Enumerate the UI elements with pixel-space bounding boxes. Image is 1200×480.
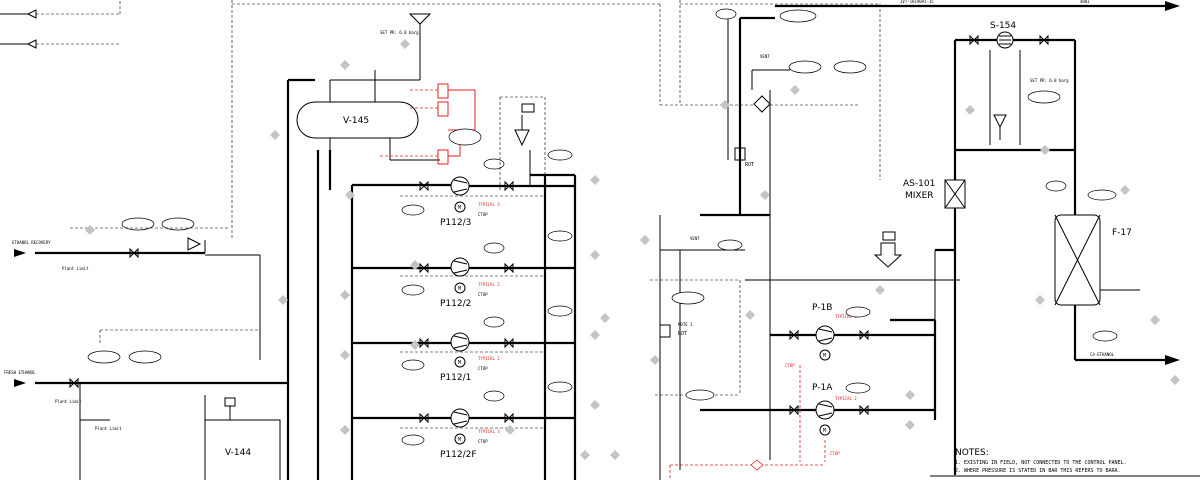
svg-text:TYPICAL 3: TYPICAL 3 [478, 429, 500, 434]
svg-text:SET PR: 6.0 barg: SET PR: 6.0 barg [1030, 78, 1069, 83]
svg-text:M: M [823, 428, 826, 434]
top-signal-lines [231, 0, 881, 240]
pump-p1b: P-1B M TYPICAL 2 CTOP [770, 303, 935, 368]
p112-1-label: P112/1 [440, 373, 471, 383]
revision-diamonds [85, 39, 1180, 460]
notes-heading: NOTES: [955, 448, 989, 458]
mixer-label: MIXER [905, 191, 934, 201]
mixer-as101: AS-101 MIXER [903, 179, 966, 209]
note-1: 1. EXISTING IN FIELD, NOT CONNECTED TO T… [955, 460, 1127, 466]
svg-text:4001: 4001 [1080, 0, 1090, 4]
top-right-outlet: IV7-1H19091-15 4001 [775, 0, 1180, 11]
svg-text:M: M [458, 286, 461, 292]
pump-p112-2: M P112/2 TYPICAL 2 CTOP [352, 242, 575, 309]
rot-label-lower: ROT [678, 331, 687, 337]
p1b-label: P-1B [812, 303, 832, 313]
svg-text:CTOP: CTOP [785, 363, 795, 368]
as101-label: AS-101 [903, 179, 935, 189]
svg-text:TYPICAL 2: TYPICAL 2 [835, 396, 857, 401]
svg-text:M: M [823, 353, 826, 359]
svg-text:VENT: VENT [760, 54, 770, 59]
svg-text:Plant Limit: Plant Limit [62, 266, 89, 271]
fresh-ethanol-inlet: FRESH ETHANOL Plant Limit Plant Limit [4, 329, 288, 480]
middle-right-section: VENT NOTE 1 ROT [650, 215, 960, 480]
svg-text:VENT: VENT [690, 236, 700, 241]
fresh-ethanol-label: FRESH ETHANOL [4, 370, 36, 375]
pump-p112-1: M P112/1 TYPICAL 2 CTOP [352, 316, 575, 383]
note1-ref: NOTE 1 [678, 322, 693, 327]
v145-label: V-145 [343, 116, 369, 126]
svg-text:CTOP: CTOP [478, 292, 488, 297]
svg-text:CTOP: CTOP [478, 212, 488, 217]
svg-text:CTOP: CTOP [478, 439, 488, 444]
psv-set-pr: SET PR: 6.0 barg [380, 30, 419, 35]
red-ctop-lines [669, 365, 826, 480]
left-offpage-connectors [0, 0, 121, 49]
p1a-label: P-1A [812, 383, 833, 393]
pump-discharge-headers [400, 96, 577, 480]
p112-2-label: P112/2 [440, 299, 471, 309]
filter-f17: F-17 C4-ETHANOL [1045, 180, 1180, 365]
pump-p112-3: M P112/3 TYPICAL 3 CTOP [401, 158, 575, 228]
svg-text:M: M [458, 360, 461, 366]
pump-p1a: P-1A M TYPICAL 2 CTOP [700, 248, 955, 456]
strainer-s154: S-154 SET PR: 6.0 barg [953, 21, 1077, 475]
highlighted-level-loop [380, 83, 482, 165]
svg-text:TYPICAL 2: TYPICAL 2 [478, 356, 500, 361]
svg-text:CTOP: CTOP [830, 451, 840, 456]
svg-text:IV7-1H19091-15: IV7-1H19091-15 [900, 0, 934, 4]
svg-text:TYPICAL 2: TYPICAL 2 [478, 282, 500, 287]
svg-text:CTOP: CTOP [478, 366, 488, 371]
p112-3-label: P112/3 [440, 218, 471, 228]
v144-label: V-144 [225, 448, 251, 458]
svg-text:Plant Limit: Plant Limit [55, 399, 82, 404]
pump-p112-2f: M P112/2F TYPICAL 3 CTOP [352, 390, 575, 460]
vessel-v145: V-145 SET PR: 6.0 barg [296, 13, 440, 161]
right-column-lines: VENT ROT [700, 8, 867, 460]
valves [69, 34, 1049, 424]
p112-2f-label: P112/2F [440, 450, 477, 460]
ethanol-recovery-label: ETHANOL RECOVERY [12, 240, 51, 245]
ethanol-recovery-inlet: ETHANOL RECOVERY Plant Limit [12, 217, 230, 271]
left-headers [205, 78, 460, 480]
c4-ethanol-label: C4-ETHANOL [1090, 352, 1115, 357]
svg-text:TYPICAL 2: TYPICAL 2 [835, 314, 857, 319]
vessel-v144: V-144 [204, 395, 281, 480]
svg-text:Plant Limit: Plant Limit [95, 426, 122, 431]
svg-text:TYPICAL 3: TYPICAL 3 [478, 202, 500, 207]
svg-text:M: M [458, 205, 461, 211]
s154-label: S-154 [990, 21, 1016, 31]
note-2: 2. WHERE PRESSURE IS STATED IN BAR THIS … [955, 468, 1121, 474]
f17-label: F-17 [1112, 228, 1132, 238]
rot-label-upper: ROT [745, 162, 754, 168]
svg-text:M: M [458, 437, 461, 443]
notes-block: NOTES: 1. EXISTING IN FIELD, NOT CONNECT… [930, 448, 1200, 477]
